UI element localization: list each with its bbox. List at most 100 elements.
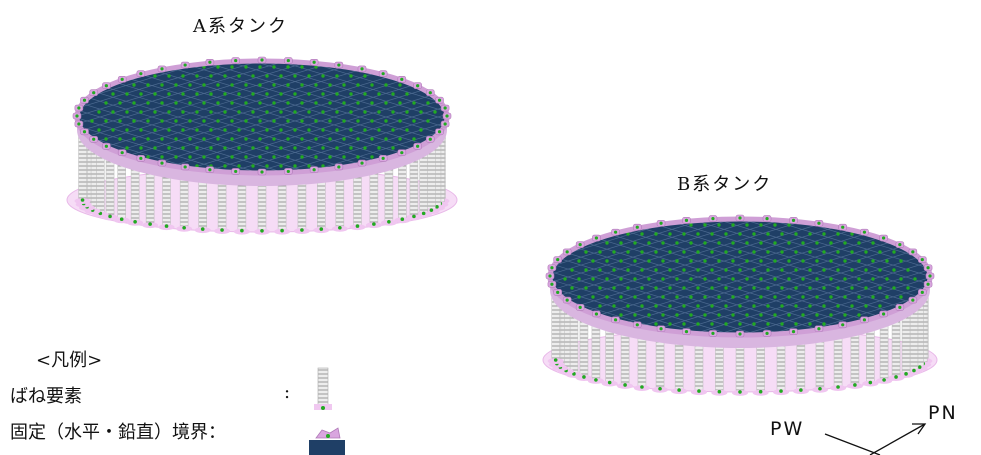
rim-node	[183, 63, 187, 67]
mesh-node	[710, 250, 714, 254]
mesh-node	[272, 65, 276, 69]
legend-fixed-boundary-label: 固定（水平・鉛直）境界：	[10, 422, 226, 443]
spring-element-icon	[314, 367, 332, 410]
mesh-node	[822, 322, 826, 326]
spring-node	[882, 378, 886, 382]
mesh-node	[696, 250, 700, 254]
mesh-node	[314, 155, 318, 159]
mesh-node	[857, 277, 861, 281]
rim-node	[286, 58, 290, 63]
mesh-node	[244, 83, 248, 87]
mesh-node	[731, 295, 735, 299]
mesh-node	[787, 277, 791, 281]
spring-node	[421, 211, 426, 216]
mesh-node	[363, 74, 367, 78]
mesh-node	[104, 137, 108, 141]
mesh-node	[626, 250, 630, 254]
mesh-node	[342, 101, 346, 105]
mesh-node	[633, 295, 637, 299]
mesh-node	[710, 232, 714, 236]
mesh-node	[251, 128, 255, 132]
rim-node	[613, 230, 618, 234]
mesh-node	[801, 241, 805, 245]
mesh-node	[209, 146, 213, 150]
spring-node	[640, 385, 644, 389]
spring-node	[200, 227, 205, 231]
mesh-node	[717, 259, 721, 263]
mesh-node	[300, 83, 304, 87]
spring-node	[623, 383, 627, 387]
mesh-node	[237, 110, 241, 114]
mesh-line	[550, 219, 577, 335]
direction-pw-label: PW	[770, 418, 805, 440]
mesh-node	[125, 146, 129, 150]
mesh-line	[550, 219, 785, 335]
rim-node	[911, 250, 915, 254]
mesh-line	[77, 61, 78, 173]
mesh-node	[703, 223, 707, 227]
mesh-node	[766, 250, 770, 254]
mesh-node	[398, 119, 402, 123]
mesh-node	[202, 101, 206, 105]
mesh-node	[738, 322, 742, 326]
rim-node	[443, 122, 447, 126]
mesh-node	[584, 250, 588, 254]
mesh-node	[356, 155, 360, 159]
mesh-node	[850, 286, 854, 290]
pn-arrowhead-icon	[912, 423, 927, 435]
mesh-node	[279, 74, 283, 78]
mesh-node	[314, 119, 318, 123]
rim-node	[286, 169, 290, 174]
mesh-node	[759, 277, 763, 281]
rim-node	[684, 330, 689, 334]
mesh-node	[174, 83, 178, 87]
spring-node	[119, 217, 124, 222]
mesh-line	[304, 61, 447, 173]
mesh-node	[426, 101, 430, 105]
mesh-node	[342, 155, 346, 159]
mesh-node	[146, 101, 150, 105]
pw-axis-line	[824, 433, 881, 455]
rim-node	[635, 323, 639, 327]
pn-arrow-line	[869, 423, 926, 455]
spring-node	[80, 198, 85, 202]
mesh-node	[745, 223, 749, 227]
mesh-node	[801, 259, 805, 263]
mesh-line	[174, 61, 447, 173]
mesh-node	[703, 295, 707, 299]
mesh-line	[77, 61, 364, 173]
mesh-line	[434, 61, 447, 173]
mesh-node	[223, 92, 227, 96]
mesh-node	[167, 110, 171, 114]
mesh-node	[258, 65, 262, 69]
mesh-node	[377, 92, 381, 96]
mesh-node	[153, 128, 157, 132]
mesh-node	[111, 92, 115, 96]
mesh-node	[661, 241, 665, 245]
mesh-node	[794, 286, 798, 290]
mesh-node	[125, 110, 129, 114]
mesh-node	[160, 155, 164, 159]
rim-node	[160, 67, 164, 71]
mesh-node	[300, 65, 304, 69]
mesh-node	[843, 295, 847, 299]
mesh-node	[829, 313, 833, 317]
mesh-node	[612, 250, 616, 254]
spring-node	[917, 365, 922, 369]
mesh-node	[286, 65, 290, 69]
spring-node	[133, 219, 137, 224]
mesh-node	[146, 155, 150, 159]
mesh-node	[724, 304, 728, 308]
mesh-node	[258, 101, 262, 105]
mesh-line	[663, 219, 930, 335]
rim-node	[260, 58, 264, 62]
mesh-node	[321, 146, 325, 150]
mesh-line	[434, 61, 447, 173]
mesh-node	[633, 277, 637, 281]
mesh-node	[223, 128, 227, 132]
mesh-node	[356, 83, 360, 87]
mesh-node	[689, 295, 693, 299]
mesh-node	[780, 322, 784, 326]
rim-node	[613, 318, 618, 322]
mesh-node	[906, 286, 910, 290]
